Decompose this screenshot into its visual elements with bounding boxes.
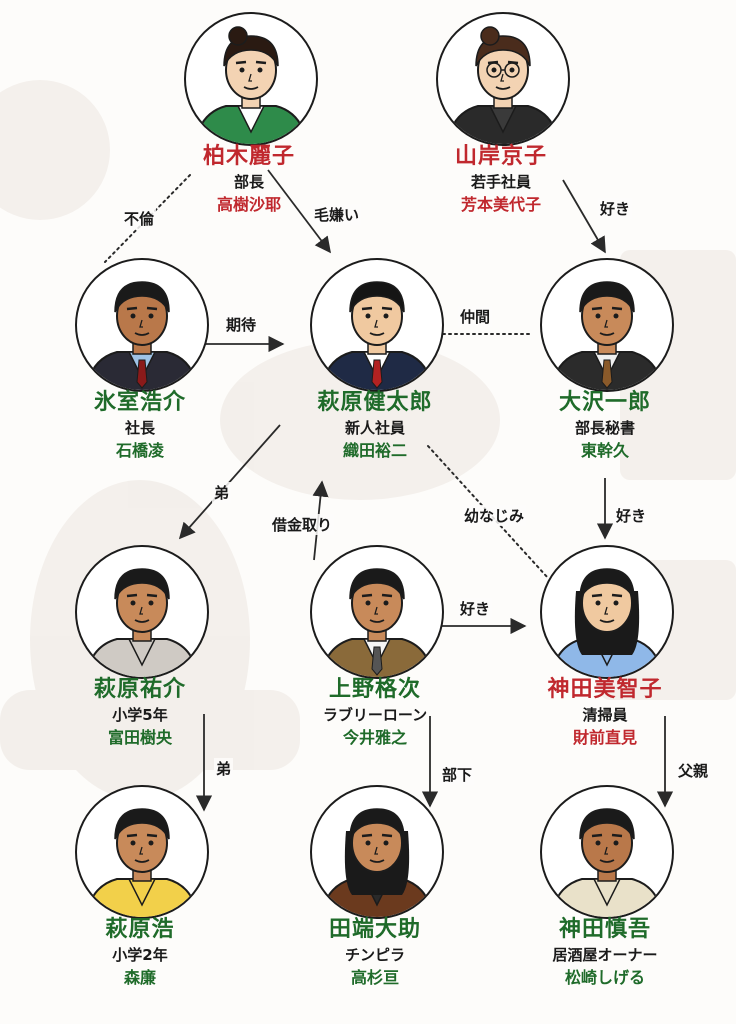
character-name: 萩原浩	[105, 917, 175, 942]
woman-blue-shirt-portrait-icon	[540, 545, 674, 679]
actor-name: 織田裕二	[342, 441, 407, 460]
relation-label: 仲間	[458, 306, 493, 327]
relation-label: 弟	[212, 482, 232, 503]
relation-label: 毛嫌い	[312, 204, 362, 225]
character-name: 神田慎吾	[558, 917, 651, 942]
relation-label: 不倫	[122, 208, 157, 229]
character-name: 氷室浩介	[93, 390, 186, 415]
character-name: 萩原祐介	[93, 677, 186, 702]
actor-name: 森廉	[123, 968, 156, 987]
actor-name: 富田樹央	[107, 728, 172, 747]
relation-arrow	[267, 169, 331, 254]
character-name: 山岸京子	[454, 144, 547, 169]
relation-arrow	[562, 179, 606, 254]
character-role: 社長	[124, 419, 155, 437]
woman-glasses-portrait-icon	[436, 12, 570, 146]
smiling-man-suit-portrait-icon	[540, 258, 674, 392]
relation-label: 好き	[614, 505, 649, 526]
young-man-suit-portrait-icon	[310, 258, 444, 392]
actor-name: 石橋凌	[115, 441, 164, 460]
character-role: 新人社員	[344, 419, 405, 437]
character-name: 田端大助	[328, 917, 421, 942]
man-aloha-shirt-portrait-icon	[540, 785, 674, 919]
actor-name: 高樹沙耶	[216, 195, 281, 214]
character-role: 小学2年	[112, 946, 168, 964]
character-role: 清掃員	[582, 706, 628, 724]
long-hair-man-portrait-icon	[310, 785, 444, 919]
character-role: 部長	[233, 173, 264, 191]
character-role: 小学5年	[112, 706, 168, 724]
character-role: 居酒屋オーナー	[552, 946, 658, 964]
relation-label: 弟	[214, 758, 234, 779]
character-role: 部長秘書	[574, 419, 635, 437]
character-name: 上野格次	[328, 677, 421, 702]
relation-label: 借金取り	[270, 514, 335, 535]
actor-name: 今井雅之	[342, 728, 407, 747]
relation-label: 好き	[458, 598, 493, 619]
actor-name: 財前直見	[572, 728, 637, 747]
woman-green-jacket-portrait-icon	[184, 12, 318, 146]
character-name: 大沢一郎	[558, 390, 651, 415]
character-name: 柏木麗子	[202, 144, 295, 169]
actor-name: 東幹久	[580, 441, 629, 460]
actor-name: 松崎しげる	[564, 968, 645, 987]
character-role: 若手社員	[470, 173, 531, 191]
actor-name: 高杉亘	[350, 968, 399, 987]
relation-label: 期待	[224, 314, 259, 335]
character-role: ラブリーローン	[322, 706, 428, 724]
man-tan-suit-portrait-icon	[310, 545, 444, 679]
boy-portrait-icon	[75, 545, 209, 679]
relation-label: 部下	[440, 764, 475, 785]
relation-label: 父親	[676, 760, 711, 781]
character-name: 萩原健太郎	[317, 390, 433, 415]
relation-arrow	[178, 424, 281, 540]
character-role: チンピラ	[344, 946, 405, 964]
relation-label: 幼なじみ	[462, 505, 527, 526]
character-name: 神田美智子	[547, 677, 663, 702]
actor-name: 芳本美代子	[460, 195, 541, 214]
small-boy-portrait-icon	[75, 785, 209, 919]
man-suit-portrait-icon	[75, 258, 209, 392]
relation-label: 好き	[598, 198, 633, 219]
